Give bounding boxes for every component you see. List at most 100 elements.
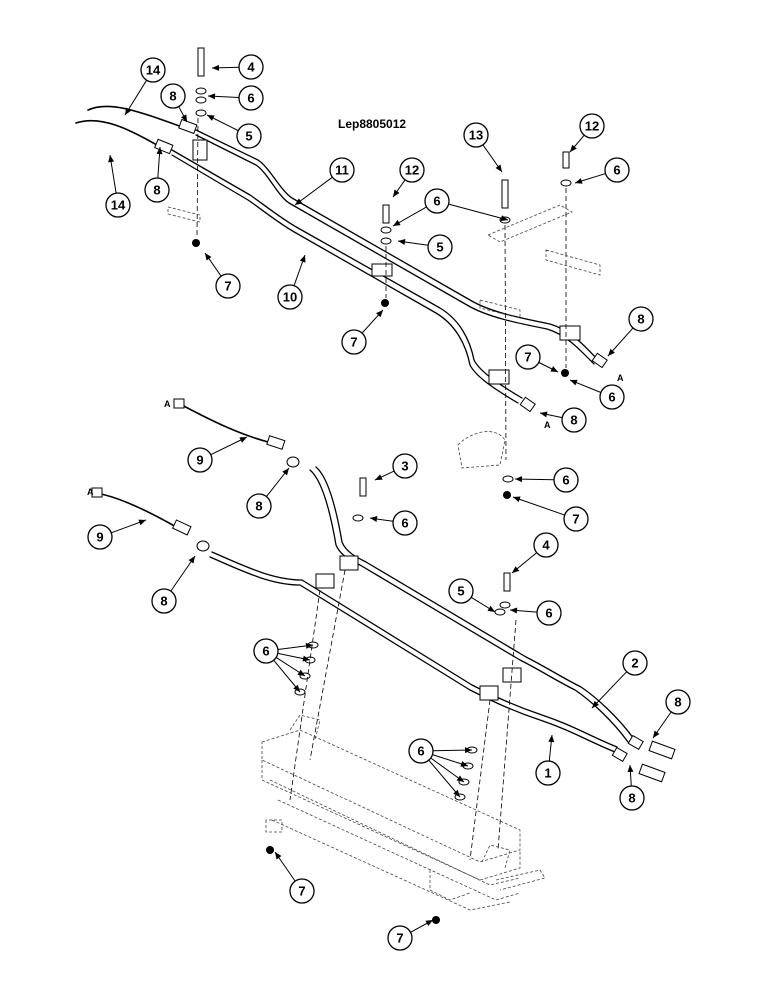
tube-1-a xyxy=(209,556,616,753)
callout-arrow-c2 xyxy=(592,700,600,708)
callout-circle-c1 xyxy=(535,760,561,786)
callout-label-c11: 11 xyxy=(335,163,349,178)
bolt-13 xyxy=(501,179,509,209)
clamp-upper-mid xyxy=(371,263,393,277)
adapter-tube2 xyxy=(648,740,676,760)
washer-6-mid xyxy=(380,226,392,234)
callout-circle-c5a xyxy=(236,123,262,149)
align-lower-left-2 xyxy=(309,569,346,761)
tube-10-b xyxy=(171,154,519,404)
callout-arrow-c7b xyxy=(376,310,383,318)
nut-7-mid xyxy=(381,299,389,307)
bolt-4-upper xyxy=(197,47,205,77)
callout-arrow-c6a xyxy=(208,93,216,100)
callout-circle-c7f xyxy=(387,925,413,951)
lower-tube-assembly xyxy=(91,398,676,924)
callout-leader-c11 xyxy=(294,176,333,206)
callout-circle-c11 xyxy=(329,157,355,183)
align-bolt13 xyxy=(504,224,507,461)
callout-arrow-c7c xyxy=(550,366,558,372)
callout-label-c8e: 8 xyxy=(255,499,262,514)
callout-circle-c6g xyxy=(392,510,418,536)
callout-circle-c6i xyxy=(253,638,279,664)
callout-arrow-c8d xyxy=(540,411,548,418)
ghost-bracket-right-low xyxy=(479,299,521,319)
callout-arrow-c14a xyxy=(125,107,132,115)
nut-7-upper-left xyxy=(192,239,200,247)
callout-arrow-c6e xyxy=(570,379,578,386)
callout-leader-c2 xyxy=(591,671,628,709)
callout-circle-c6c xyxy=(424,188,450,214)
callout-arrow-c4a xyxy=(212,64,220,71)
callout-label-c7f: 7 xyxy=(396,931,403,946)
bolt-12-mid xyxy=(382,204,390,224)
nut-7-lower-left xyxy=(266,846,274,854)
bolt-4-lower xyxy=(503,572,511,592)
washer-6-upper-b xyxy=(195,96,207,104)
drawing-code: Lep8805012 xyxy=(338,117,406,131)
bolt-12-right xyxy=(562,151,570,169)
clamp-lower-top xyxy=(339,555,359,571)
callout-arrow-c6b xyxy=(575,178,583,184)
upper-tube-assembly xyxy=(75,47,608,469)
callout-circle-c14b xyxy=(105,192,131,218)
callout-label-c1: 1 xyxy=(544,766,551,781)
nut-7-housing xyxy=(503,491,511,499)
callout-arrow-c6j xyxy=(302,655,310,662)
washer-5-lower xyxy=(494,608,506,616)
callout-circle-c12a xyxy=(399,157,425,183)
ghost-bracket-right-top xyxy=(487,204,573,243)
tube-2-a xyxy=(309,469,629,743)
end-marker-a1: A xyxy=(617,373,624,383)
callout-circle-c6b xyxy=(604,157,630,183)
callout-circle-c8f xyxy=(151,588,177,614)
callout-circle-c8b xyxy=(144,177,170,203)
callout-arrow-c6k xyxy=(297,669,305,676)
callout-circle-c12b xyxy=(579,113,605,139)
tube-1-b xyxy=(211,551,618,748)
clamp-upper-left xyxy=(192,139,208,161)
callout-arrow-c8e xyxy=(282,468,289,476)
callout-arrow-c6i xyxy=(305,642,313,649)
callout-label-c3: 3 xyxy=(401,459,408,474)
hose-fitting-lower xyxy=(154,138,174,155)
callout-arrow-c9b xyxy=(138,519,146,526)
tube-2-b xyxy=(315,466,635,740)
callout-circle-c6m xyxy=(408,738,434,764)
callout-label-c5c: 5 xyxy=(457,584,464,599)
hose-9-upper-fitting xyxy=(266,435,286,450)
callout-arrow-c6d xyxy=(500,215,508,222)
callout-label-c10: 10 xyxy=(283,290,297,305)
clamp-lower-right xyxy=(488,369,510,385)
hose-fitting-upper xyxy=(178,118,198,135)
callout-label-c6e: 6 xyxy=(608,390,615,405)
callout-arrow-c6m xyxy=(464,747,472,754)
callout-arrow-c9a xyxy=(239,437,247,443)
fitting-8-lower-end xyxy=(519,396,536,413)
callout-label-c5b: 5 xyxy=(436,240,443,255)
washer-5-mid xyxy=(380,237,392,245)
callout-arrow-c6h xyxy=(510,607,518,614)
callout-label-c8h: 8 xyxy=(628,791,635,806)
callout-label-c2: 2 xyxy=(631,656,638,671)
callout-arrow-c14b xyxy=(108,155,115,163)
callout-arrow-c6c xyxy=(393,219,401,226)
callout-circle-c8g xyxy=(665,689,691,715)
callout-label-c9b: 9 xyxy=(96,530,103,545)
callout-arrow-c4b xyxy=(512,566,520,573)
callout-circle-c13 xyxy=(463,122,489,148)
callout-label-c4b: 4 xyxy=(542,538,550,553)
callout-label-c6a: 6 xyxy=(247,91,254,106)
callout-label-c8d: 8 xyxy=(570,413,577,428)
callout-circle-c7d xyxy=(563,506,589,532)
callout-label-c6g: 6 xyxy=(401,516,408,531)
callout-label-c8f: 8 xyxy=(160,594,167,609)
callout-label-c9a: 9 xyxy=(196,453,203,468)
fitting-8-upper-end xyxy=(591,352,608,369)
ghost-mounting-frame xyxy=(261,714,546,911)
adapter-8-upper xyxy=(286,456,300,468)
callout-arrow-c6l xyxy=(293,684,300,692)
callout-arrow-c8c xyxy=(608,348,615,356)
